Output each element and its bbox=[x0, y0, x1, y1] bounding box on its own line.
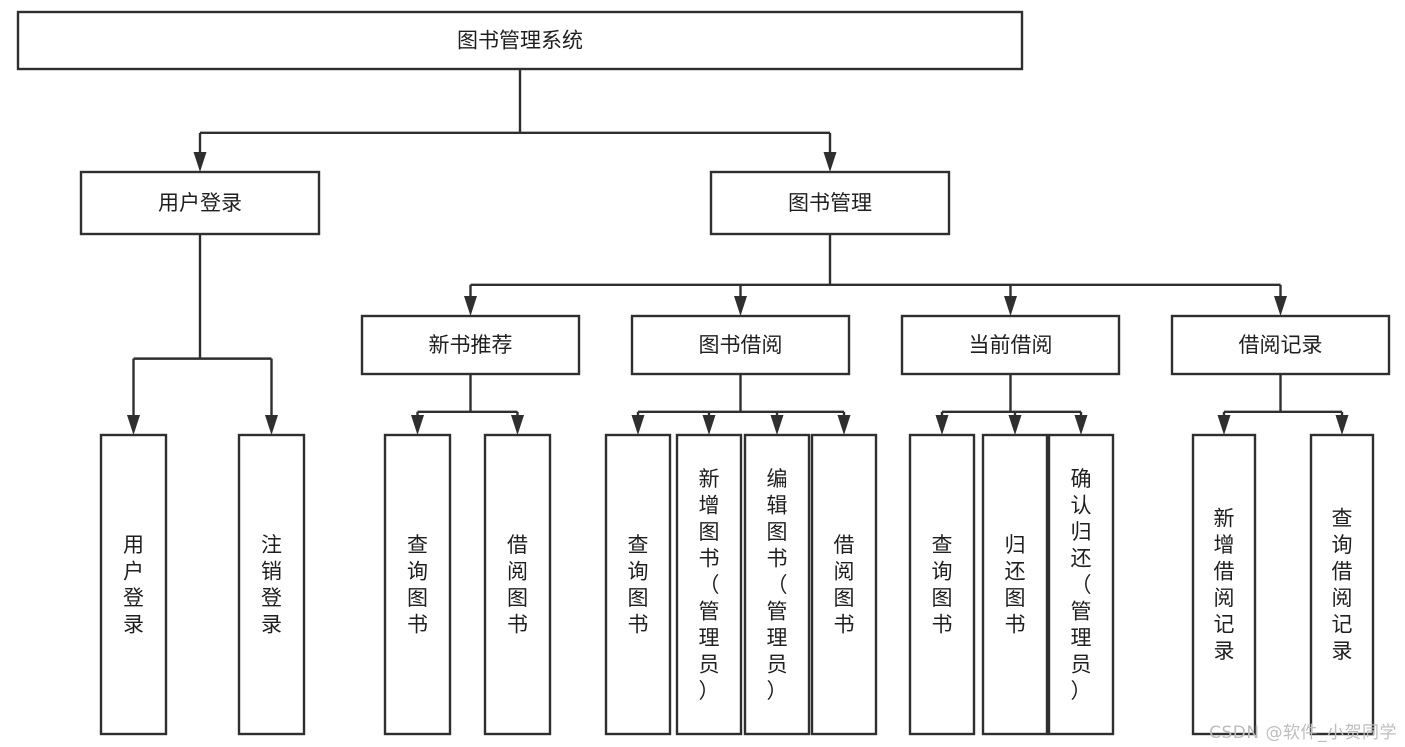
node-label-new-book-recommend: 新书推荐 bbox=[429, 333, 513, 357]
node-label-leaf-add-book-admin: 新增图书（管理员） bbox=[699, 467, 720, 703]
node-leaf-query-book-recommend[interactable]: 查询图书 bbox=[383, 433, 452, 736]
node-box-leaf-query-book-recommend bbox=[383, 433, 452, 736]
node-leaf-query-borrow-record[interactable]: 查询借阅记录 bbox=[1309, 433, 1375, 736]
node-label-leaf-query-book-borrow: 查询图书 bbox=[628, 533, 649, 637]
node-box-leaf-query-book-borrow bbox=[604, 433, 672, 736]
node-borrow-record[interactable]: 借阅记录 bbox=[1170, 314, 1391, 376]
node-box-borrow-record bbox=[1170, 314, 1391, 376]
node-leaf-add-book-admin[interactable]: 新增图书（管理员） bbox=[675, 433, 743, 736]
node-box-leaf-edit-book-admin bbox=[743, 433, 811, 736]
arrow-head-icon bbox=[1008, 415, 1022, 435]
arrow-head-icon bbox=[411, 415, 424, 435]
node-leaf-user-login[interactable]: 用户登录 bbox=[99, 433, 168, 736]
node-leaf-add-borrow-record[interactable]: 新增借阅记录 bbox=[1191, 433, 1257, 736]
node-box-leaf-user-login bbox=[99, 433, 168, 736]
node-box-leaf-confirm-return-admin bbox=[1047, 433, 1115, 736]
node-label-root: 图书管理系统 bbox=[457, 29, 583, 53]
node-new-book-recommend[interactable]: 新书推荐 bbox=[360, 314, 581, 376]
arrow-head-icon bbox=[1217, 415, 1231, 435]
node-leaf-confirm-return-admin[interactable]: 确认归还（管理员） bbox=[1047, 433, 1115, 736]
node-box-user-login bbox=[79, 170, 321, 236]
arrow-head-icon bbox=[770, 415, 784, 435]
node-leaf-borrow-book-recommend[interactable]: 借阅图书 bbox=[483, 433, 552, 736]
arrow-head-icon bbox=[511, 415, 524, 435]
arrow-head-icon bbox=[127, 415, 140, 435]
node-book-manage[interactable]: 图书管理 bbox=[709, 170, 951, 236]
node-leaf-borrow-book[interactable]: 借阅图书 bbox=[810, 433, 878, 736]
node-label-leaf-borrow-book: 借阅图书 bbox=[834, 533, 855, 637]
node-label-current-borrow: 当前借阅 bbox=[969, 333, 1053, 357]
arrow-head-icon bbox=[631, 415, 645, 435]
node-label-leaf-return-book: 归还图书 bbox=[1005, 533, 1026, 637]
node-leaf-query-book-current[interactable]: 查询图书 bbox=[908, 433, 976, 736]
node-label-book-manage: 图书管理 bbox=[788, 191, 872, 215]
node-box-leaf-add-book-admin bbox=[675, 433, 743, 736]
node-leaf-return-book[interactable]: 归还图书 bbox=[981, 433, 1049, 736]
node-box-leaf-add-borrow-record bbox=[1191, 433, 1257, 736]
node-box-leaf-borrow-book bbox=[810, 433, 878, 736]
node-box-leaf-borrow-book-recommend bbox=[483, 433, 552, 736]
node-book-borrow[interactable]: 图书借阅 bbox=[630, 314, 851, 376]
node-layer: 图书管理系统用户登录图书管理新书推荐图书借阅当前借阅借阅记录用户登录注销登录查询… bbox=[16, 10, 1391, 736]
node-box-current-borrow bbox=[900, 314, 1121, 376]
node-label-leaf-borrow-book-recommend: 借阅图书 bbox=[507, 533, 528, 637]
node-box-root bbox=[16, 10, 1024, 71]
node-label-book-borrow: 图书借阅 bbox=[699, 333, 783, 357]
arrow-head-icon bbox=[734, 296, 747, 316]
node-current-borrow[interactable]: 当前借阅 bbox=[900, 314, 1121, 376]
node-leaf-edit-book-admin[interactable]: 编辑图书（管理员） bbox=[743, 433, 811, 736]
node-leaf-query-book-borrow[interactable]: 查询图书 bbox=[604, 433, 672, 736]
arrow-head-icon bbox=[1335, 415, 1349, 435]
arrow-head-icon bbox=[1004, 296, 1017, 316]
node-label-leaf-edit-book-admin: 编辑图书（管理员） bbox=[767, 467, 788, 703]
node-label-leaf-confirm-return-admin: 确认归还（管理员） bbox=[1071, 467, 1092, 703]
node-label-leaf-add-borrow-record: 新增借阅记录 bbox=[1214, 507, 1235, 664]
node-label-leaf-query-book-recommend: 查询图书 bbox=[407, 533, 428, 637]
arrow-head-icon bbox=[823, 152, 837, 172]
node-box-new-book-recommend bbox=[360, 314, 581, 376]
arrow-head-icon bbox=[265, 415, 278, 435]
node-leaf-logout[interactable]: 注销登录 bbox=[237, 433, 306, 736]
node-box-book-manage bbox=[709, 170, 951, 236]
node-label-leaf-user-login: 用户登录 bbox=[123, 533, 144, 637]
node-root[interactable]: 图书管理系统 bbox=[16, 10, 1024, 71]
node-box-leaf-query-book-current bbox=[908, 433, 976, 736]
arrow-head-icon bbox=[193, 152, 207, 172]
arrow-head-icon bbox=[837, 415, 851, 435]
arrow-head-icon bbox=[935, 415, 949, 435]
node-box-leaf-logout bbox=[237, 433, 306, 736]
arrow-head-icon bbox=[1274, 296, 1287, 316]
arrow-head-icon bbox=[464, 296, 477, 316]
node-label-borrow-record: 借阅记录 bbox=[1239, 333, 1323, 357]
arrow-head-icon bbox=[702, 415, 716, 435]
node-label-leaf-query-borrow-record: 查询借阅记录 bbox=[1332, 507, 1353, 664]
node-label-leaf-query-book-current: 查询图书 bbox=[932, 533, 953, 637]
node-label-user-login: 用户登录 bbox=[158, 191, 242, 215]
node-box-leaf-query-borrow-record bbox=[1309, 433, 1375, 736]
node-box-book-borrow bbox=[630, 314, 851, 376]
node-label-leaf-logout: 注销登录 bbox=[261, 533, 282, 637]
arrow-head-icon bbox=[1074, 415, 1088, 435]
node-box-leaf-return-book bbox=[981, 433, 1049, 736]
node-user-login[interactable]: 用户登录 bbox=[79, 170, 321, 236]
connector-layer bbox=[127, 69, 1349, 435]
